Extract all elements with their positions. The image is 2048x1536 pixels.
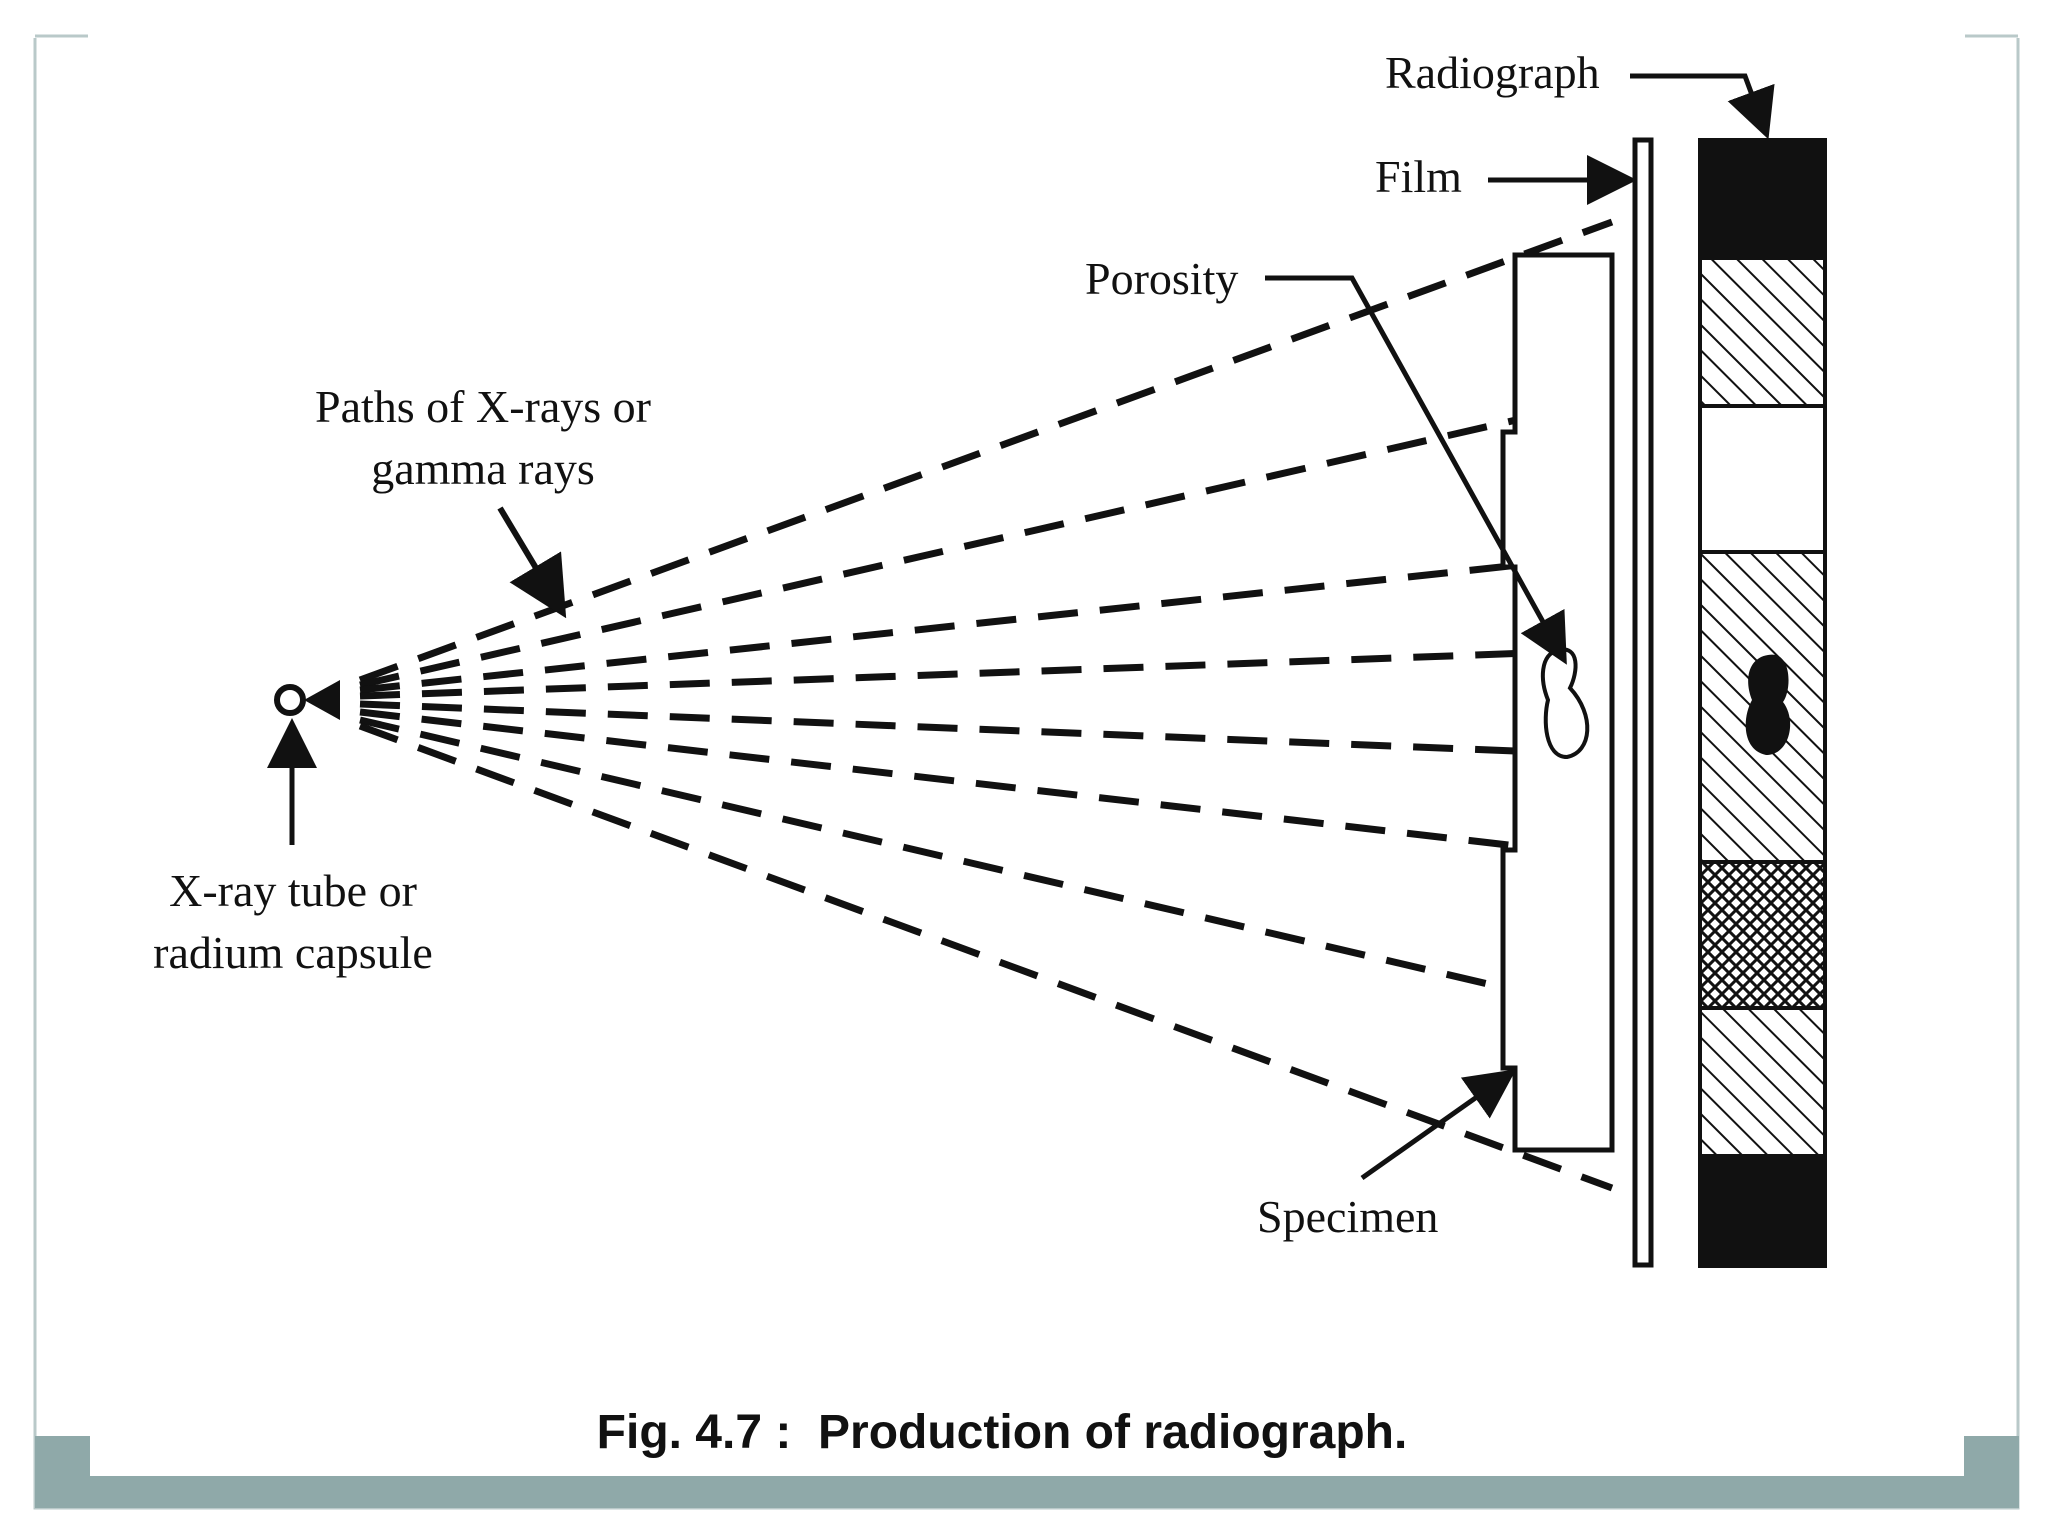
radiograph-label: Radiograph xyxy=(1385,47,1600,98)
specimen-label: Specimen xyxy=(1257,1191,1438,1242)
radiograph-strip xyxy=(1698,138,1827,1268)
ray-paths-label-line2: gamma rays xyxy=(371,443,595,494)
figure-caption: Fig. 4.7 : Production of radiograph. xyxy=(597,1406,1408,1459)
ray-path xyxy=(359,700,1613,759)
ray-path xyxy=(359,646,1613,700)
ray-path xyxy=(359,708,1613,861)
ray-label-arrow xyxy=(497,506,567,619)
radiograph-band xyxy=(1698,550,1827,864)
footer-band xyxy=(35,1436,2019,1508)
porosity-void xyxy=(1540,647,1590,760)
ray-paths xyxy=(358,218,1614,1192)
source-label-line2: radium capsule xyxy=(153,927,433,978)
radiograph-band xyxy=(1698,1006,1827,1158)
ray-path xyxy=(358,722,1614,1192)
porosity-arrow xyxy=(1265,275,1567,665)
ray-paths-label-line1: Paths of X-rays or xyxy=(315,381,651,432)
ray-path xyxy=(359,394,1613,689)
ray-path xyxy=(358,218,1614,684)
porosity-image-spot xyxy=(1745,654,1791,755)
specimen-arrow xyxy=(1360,1069,1517,1181)
radiograph-arrow xyxy=(1630,73,1775,140)
xray-source-icon xyxy=(274,680,340,720)
source-label-line1: X-ray tube or xyxy=(169,865,417,916)
porosity-label: Porosity xyxy=(1085,253,1238,304)
film-strip xyxy=(1632,137,1654,1268)
radiograph-band xyxy=(1698,256,1827,408)
radiograph-band xyxy=(1698,138,1827,260)
radiograph-band xyxy=(1698,404,1827,554)
film-label: Film xyxy=(1375,151,1462,202)
ray-path xyxy=(359,551,1613,694)
radiograph-band xyxy=(1698,1154,1827,1268)
ray-path xyxy=(359,716,1613,1017)
radiograph-band xyxy=(1698,860,1827,1010)
